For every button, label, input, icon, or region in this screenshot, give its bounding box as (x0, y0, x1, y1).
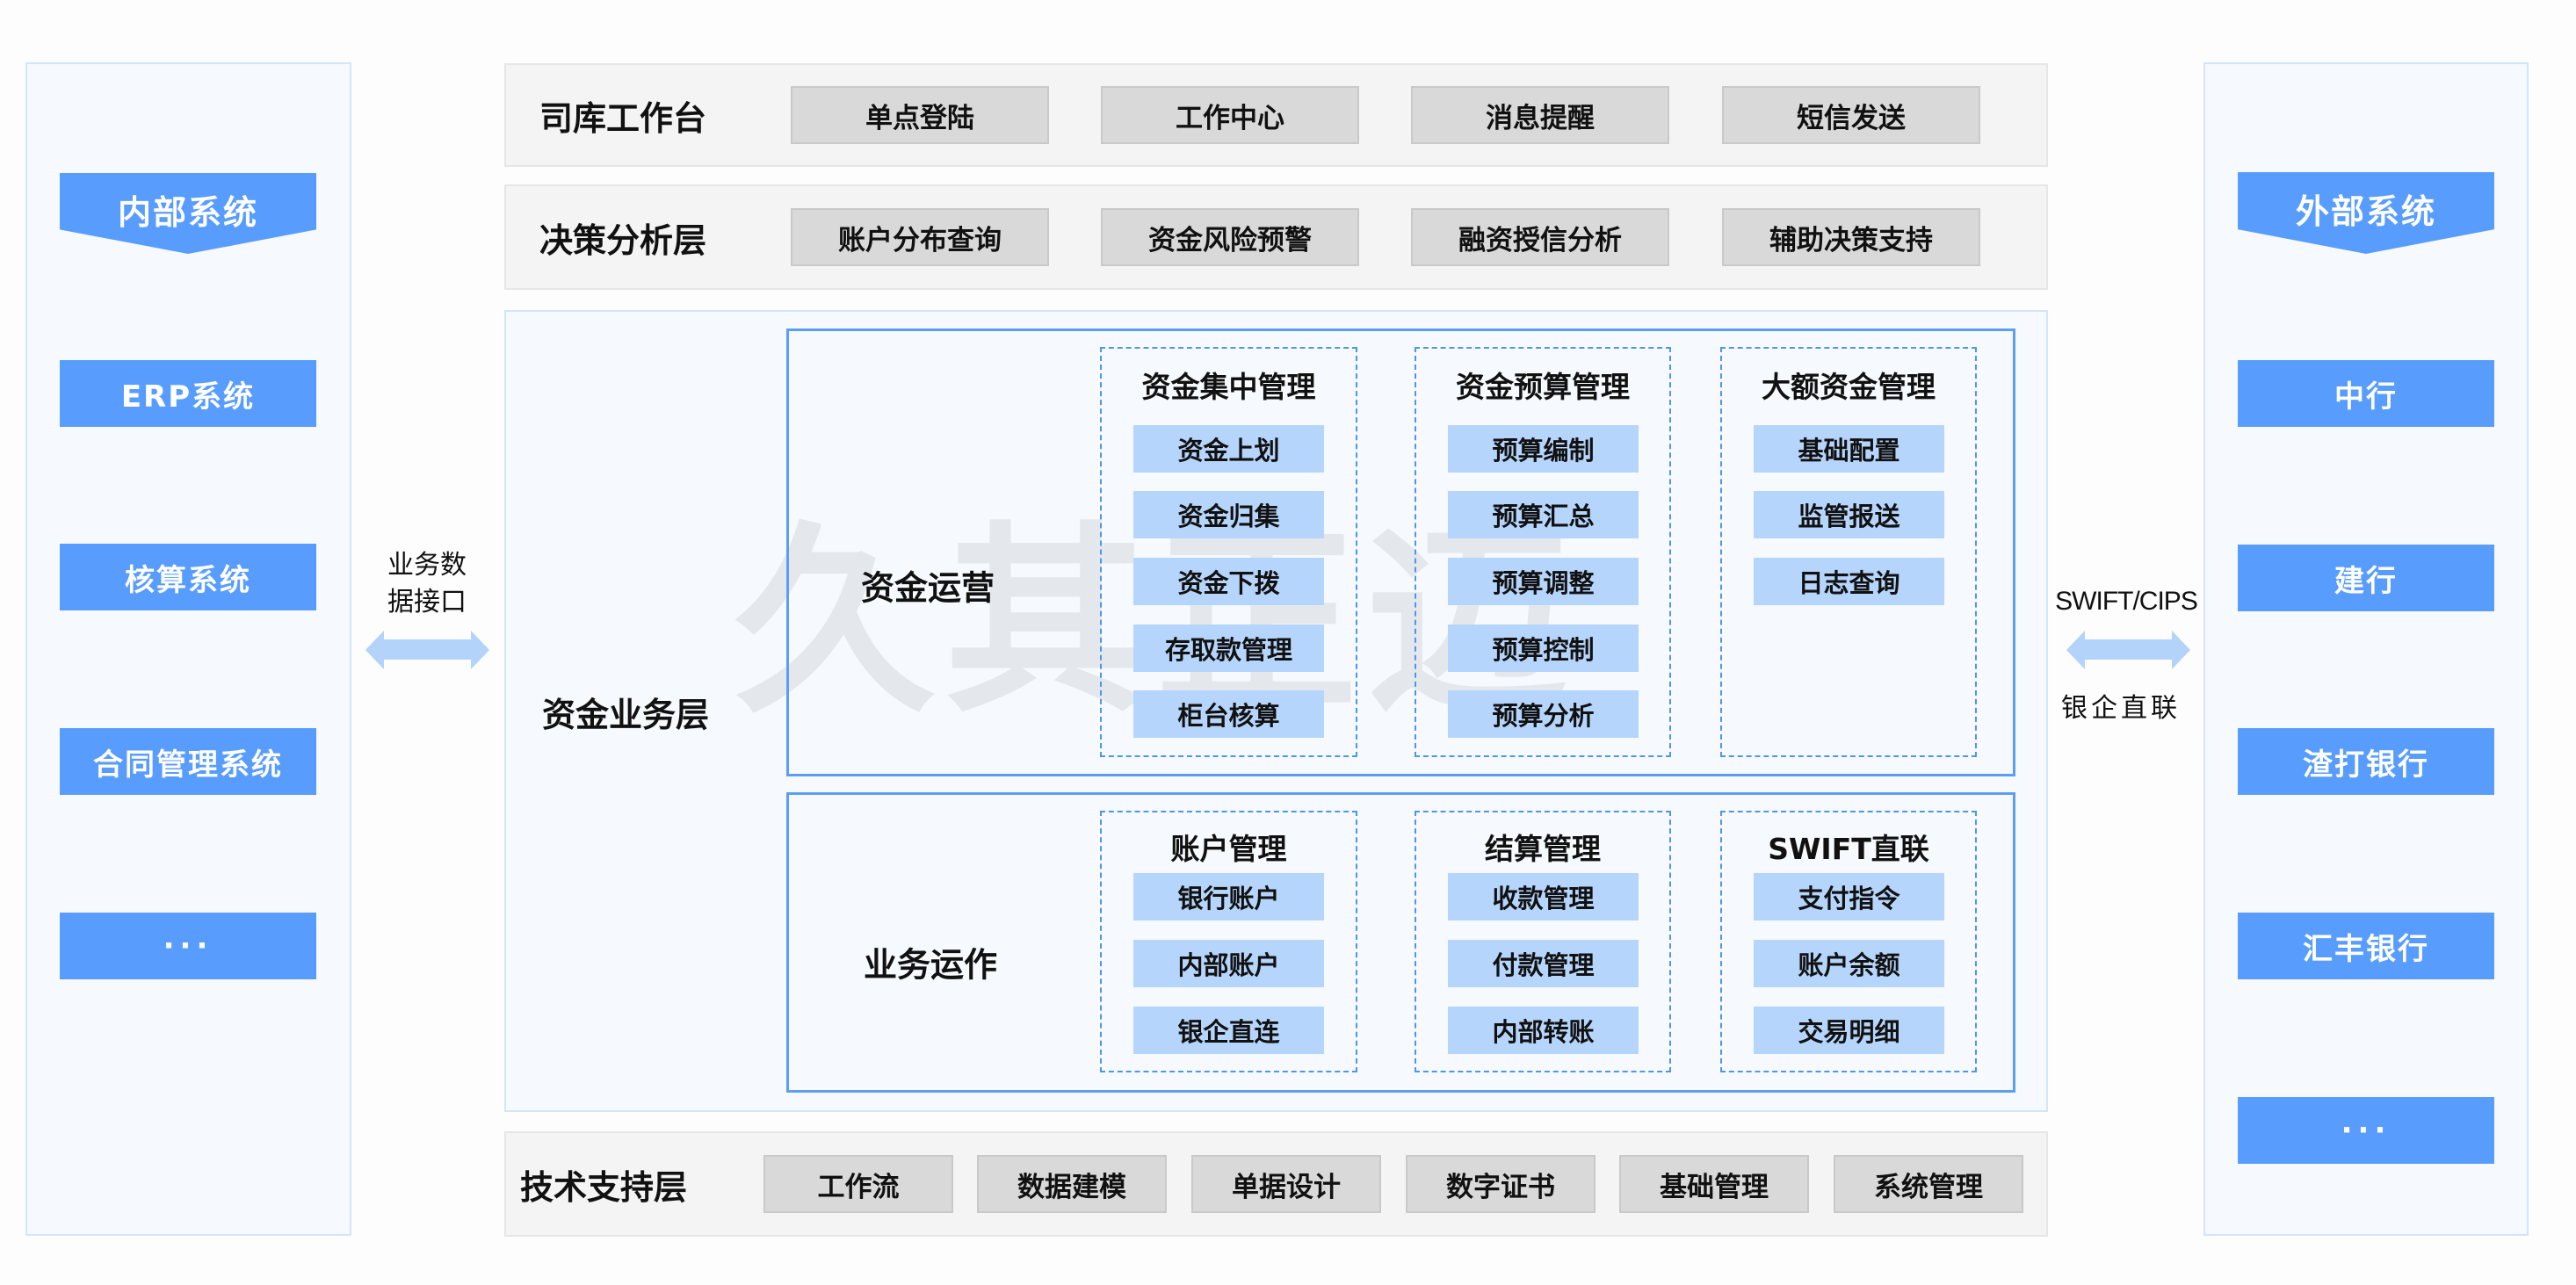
basic-config-item[interactable]: 基础配置 (1754, 425, 1944, 473)
deposit-withdrawal-item[interactable]: 存取款管理 (1133, 624, 1324, 672)
business-data-interface-label-line1: 业务数 (387, 550, 467, 581)
bank-enterprise-direct-label: 银企直联 (2061, 693, 2181, 724)
fund-risk-warning-button[interactable]: 资金风险预警 (1101, 208, 1359, 266)
external-bank-boc[interactable]: 中行 (2238, 360, 2494, 427)
external-bank-more[interactable]: ··· (2238, 1097, 2494, 1164)
payment-instruction-item[interactable]: 支付指令 (1754, 873, 1944, 920)
swift-direct-title: SWIFT直联 (1768, 832, 1929, 866)
business-operations-label: 业务运作 (863, 945, 998, 985)
data-modeling-button[interactable]: 数据建模 (977, 1155, 1167, 1213)
decision-support-button[interactable]: 辅助决策支持 (1722, 208, 1980, 266)
message-reminder-button[interactable]: 消息提醒 (1411, 86, 1669, 144)
internal-system-more[interactable]: ··· (60, 913, 316, 979)
internal-system-contract[interactable]: 合同管理系统 (60, 728, 316, 795)
settlement-management-title: 结算管理 (1485, 832, 1601, 866)
bidirectional-arrow-icon (2066, 631, 2190, 669)
receipt-management-item[interactable]: 收款管理 (1448, 873, 1639, 920)
internal-system-erp[interactable]: ERP系统 (60, 360, 316, 427)
account-management-group (1100, 811, 1357, 1072)
account-management-title: 账户管理 (1170, 832, 1287, 866)
settlement-management-group (1415, 811, 1671, 1072)
decision-layer-label: 决策分析层 (539, 220, 707, 260)
budget-analysis-item[interactable]: 预算分析 (1448, 690, 1639, 738)
bank-account-item[interactable]: 银行账户 (1133, 873, 1324, 920)
log-query-item[interactable]: 日志查询 (1754, 558, 1944, 605)
financing-credit-analysis-button[interactable]: 融资授信分析 (1411, 208, 1669, 266)
swift-cips-label: SWIFT/CIPS (2055, 587, 2198, 616)
single-sign-on-button[interactable]: 单点登陆 (791, 86, 1049, 144)
budget-compile-item[interactable]: 预算编制 (1448, 425, 1639, 473)
fund-operations-label: 资金运营 (860, 568, 995, 608)
bidirectional-arrow-icon (365, 631, 489, 669)
regulatory-report-item[interactable]: 监管报送 (1754, 491, 1944, 538)
digital-certificate-button[interactable]: 数字证书 (1406, 1155, 1596, 1213)
budget-summary-item[interactable]: 预算汇总 (1448, 491, 1639, 538)
external-systems-panel (2203, 62, 2529, 1236)
fund-upward-transfer-item[interactable]: 资金上划 (1133, 425, 1324, 473)
internal-transfer-item[interactable]: 内部转账 (1448, 1007, 1639, 1054)
business-operations-box (786, 792, 2015, 1093)
fund-business-layer-label: 资金业务层 (542, 695, 710, 734)
account-balance-item[interactable]: 账户余额 (1754, 940, 1944, 987)
fund-budget-group (1415, 347, 1671, 757)
internal-systems-panel (25, 62, 351, 1236)
budget-control-item[interactable]: 预算控制 (1448, 624, 1639, 672)
business-data-interface-label-line2: 据接口 (387, 587, 467, 617)
system-management-button[interactable]: 系统管理 (1834, 1155, 2023, 1213)
fund-collection-item[interactable]: 资金归集 (1133, 491, 1324, 538)
fund-concentration-title: 资金集中管理 (1141, 370, 1316, 404)
sms-send-button[interactable]: 短信发送 (1722, 86, 1980, 144)
internal-system-accounting[interactable]: 核算系统 (60, 544, 316, 610)
work-center-button[interactable]: 工作中心 (1101, 86, 1359, 144)
transaction-detail-item[interactable]: 交易明细 (1754, 1007, 1944, 1054)
bank-enterprise-link-item[interactable]: 银企直连 (1133, 1007, 1324, 1054)
fund-budget-title: 资金预算管理 (1456, 370, 1630, 404)
document-design-button[interactable]: 单据设计 (1191, 1155, 1381, 1213)
large-fund-title: 大额资金管理 (1762, 370, 1936, 404)
workflow-button[interactable]: 工作流 (763, 1155, 953, 1213)
fund-operations-box (786, 328, 2015, 776)
swift-direct-group (1720, 811, 1977, 1072)
external-bank-standard-chartered[interactable]: 渣打银行 (2238, 728, 2494, 795)
internal-account-item[interactable]: 内部账户 (1133, 940, 1324, 987)
workbench-layer-label: 司库工作台 (539, 98, 707, 138)
external-bank-hsbc[interactable]: 汇丰银行 (2238, 913, 2494, 979)
tech-support-layer-label: 技术支持层 (520, 1167, 688, 1207)
account-distribution-query-button[interactable]: 账户分布查询 (791, 208, 1049, 266)
budget-adjust-item[interactable]: 预算调整 (1448, 558, 1639, 605)
counter-accounting-item[interactable]: 柜台核算 (1133, 690, 1324, 738)
fund-concentration-group (1100, 347, 1357, 757)
payment-management-item[interactable]: 付款管理 (1448, 940, 1639, 987)
large-fund-group (1720, 347, 1977, 757)
basic-management-button[interactable]: 基础管理 (1619, 1155, 1809, 1213)
fund-allocation-item[interactable]: 资金下拨 (1133, 558, 1324, 605)
external-bank-ccb[interactable]: 建行 (2238, 545, 2494, 611)
